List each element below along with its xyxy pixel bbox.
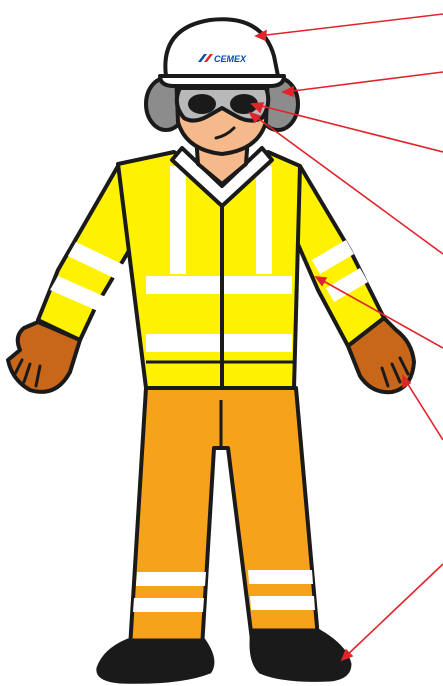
pointer-ear-defenders <box>283 72 443 96</box>
hi-vis-trousers <box>130 388 318 648</box>
pointer-helmet <box>256 14 443 40</box>
helmet-logo-text: CEMEX <box>214 54 247 64</box>
pointer-gloves <box>403 376 443 440</box>
pointer-boots <box>342 564 443 660</box>
helmet: CEMEX <box>160 19 284 86</box>
